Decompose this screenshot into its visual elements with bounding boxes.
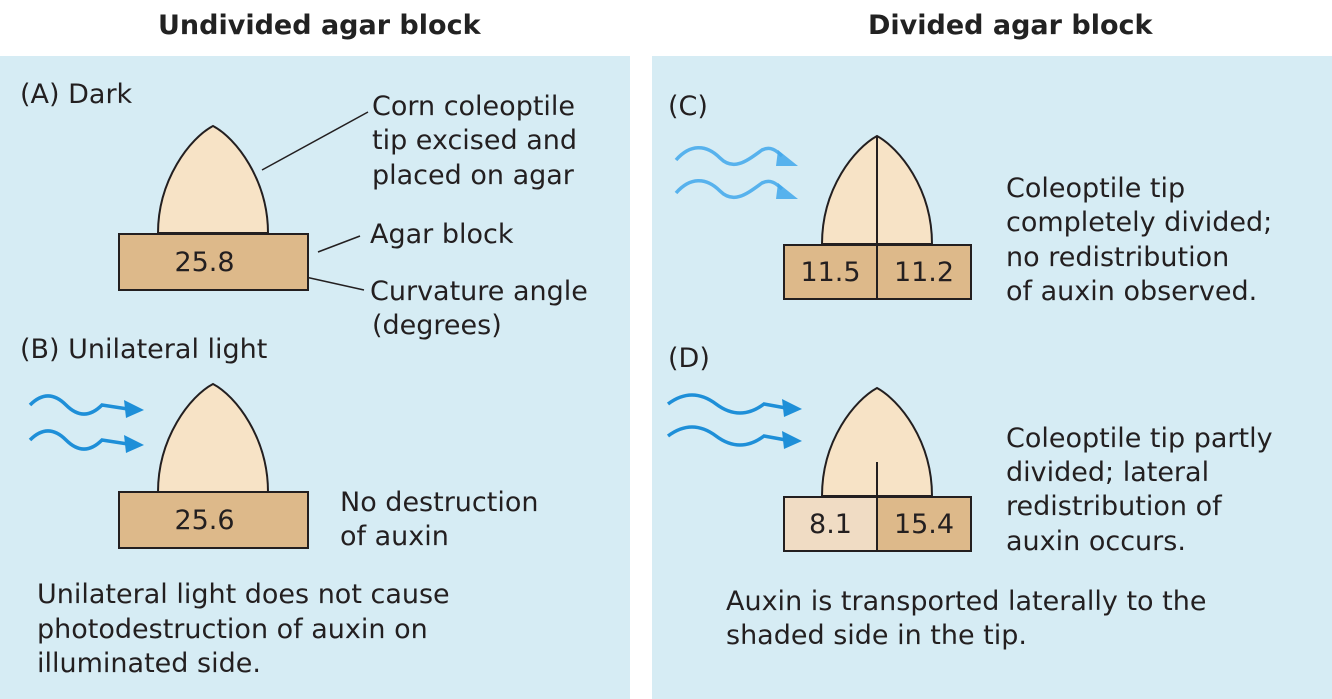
agar-value-c-right: 11.2 [893, 256, 955, 288]
panel-c-note-line-4: of auxin observed. [1006, 276, 1258, 307]
header-undivided: Undivided agar block [158, 10, 481, 41]
panel-b-note-line-2: of auxin [340, 521, 449, 552]
header-divided: Divided agar block [868, 10, 1153, 41]
callout-tip-line-1: Corn coleoptile [372, 91, 576, 122]
panel-b-caption-line-3: illuminated side. [37, 648, 261, 679]
agar-cell-d-left: 8.1 [785, 498, 878, 550]
agar-cell-d-right: 15.4 [878, 498, 970, 550]
agar-cell-c-left: 11.5 [785, 246, 878, 298]
callout-tip-line-3: placed on agar [372, 160, 574, 191]
callout-line-agar [317, 235, 361, 253]
callout-angle-line-2: (degrees) [372, 310, 502, 341]
agar-cell-c-right: 11.2 [878, 246, 970, 298]
panel-d-note-line-2: divided; lateral [1006, 457, 1210, 488]
agar-value-c-left: 11.5 [800, 256, 861, 288]
panel-a-label: (A) Dark [20, 79, 133, 110]
agar-value-d-right: 15.4 [893, 508, 955, 540]
light-arrow-icon [674, 146, 784, 200]
agar-block-d: 8.1 15.4 [783, 496, 972, 552]
agar-block-b: 25.6 [118, 491, 309, 549]
panel-c-note-line-2: completely divided; [1006, 207, 1273, 238]
agar-block-c: 11.5 11.2 [783, 244, 972, 300]
coleoptile-tip-b [156, 382, 270, 493]
agar-value-a: 25.8 [174, 246, 235, 278]
light-arrowheads-c [776, 150, 798, 199]
coleoptile-tip-d [820, 386, 934, 497]
light-arrow-icon [28, 394, 129, 451]
panel-d-note-line-3: redistribution of [1006, 491, 1222, 522]
panel-divided [652, 56, 1332, 699]
panel-b-note-line-1: No destruction [340, 487, 539, 518]
panel-undivided [0, 56, 630, 699]
agar-value-d-left: 8.1 [809, 508, 852, 540]
callout-line-tip [261, 111, 369, 171]
panel-d-label: (D) [668, 343, 710, 374]
panel-c-note-line-3: no redistribution [1006, 242, 1230, 273]
panel-d-caption-line-2: shaded side in the tip. [726, 620, 1027, 651]
light-arrow-icon [666, 393, 787, 447]
panel-d-caption-line-1: Auxin is transported laterally to the [726, 586, 1207, 617]
callout-agar-block: Agar block [370, 219, 514, 250]
coleoptile-tip-a [156, 124, 270, 234]
panel-b-caption-line-1: Unilateral light does not cause [37, 579, 450, 610]
panel-c-label: (C) [668, 91, 708, 122]
callout-angle-line-1: Curvature angle [370, 276, 588, 307]
light-arrowheads-d [782, 399, 802, 449]
panel-d-note-line-4: auxin occurs. [1006, 526, 1186, 557]
agar-value-b: 25.6 [174, 504, 235, 536]
callout-tip-line-2: tip excised and [372, 125, 577, 156]
panel-c-note-line-1: Coleoptile tip [1006, 173, 1186, 204]
panel-b-caption-line-2: photodestruction of auxin on [37, 614, 428, 645]
panel-b-label: (B) Unilateral light [20, 334, 268, 365]
agar-block-a: 25.8 [118, 233, 309, 291]
light-arrowheads-b [124, 400, 144, 453]
panel-d-note-line-1: Coleoptile tip partly [1006, 423, 1273, 454]
